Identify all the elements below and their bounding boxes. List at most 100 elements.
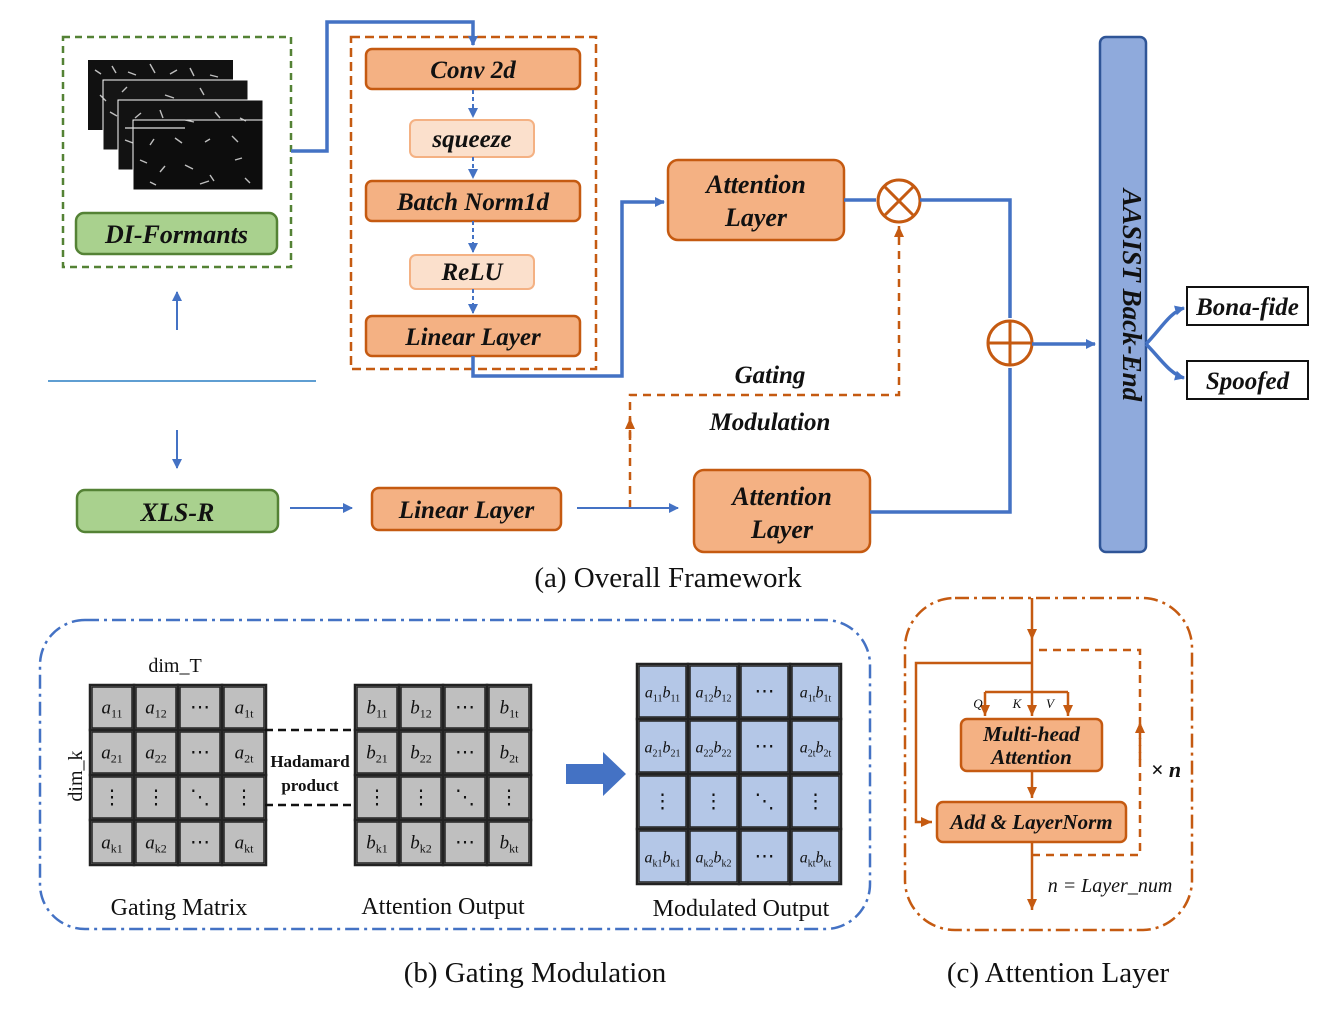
matrix-cell [91,821,133,864]
caption-a: (a) Overall Framework [534,562,802,594]
attention-top-label-2: Layer [724,203,788,232]
matrix-entry: akt [235,833,255,856]
matrix-cell [791,830,840,883]
matrix-cell [179,821,221,864]
matrix-entry: ⋯ [190,697,210,719]
batchnorm-label: Batch Norm1d [396,189,550,216]
matrix-cell [356,821,398,864]
add-layernorm-label: Add & LayerNorm [948,810,1112,834]
matrix-cell [91,776,133,819]
caption-b: (b) Gating Modulation [404,957,667,989]
matrix-entry: ⋯ [455,697,475,719]
matrix-entry: ⋮ [102,787,122,809]
matrix-entry: b1t [500,698,520,721]
di-formants-box [74,211,279,256]
conv2d-box [364,47,582,91]
matrix-entry: b22 [410,743,432,766]
matrix-entry: a1t [235,698,255,721]
matrix-entry: ak2bk2 [696,850,732,870]
matrix-cell [689,775,738,828]
matrix-cell [135,686,177,729]
matrix-entry: bk1 [366,833,388,856]
matrix-entry: a22b22 [696,740,732,760]
matrix-cell [740,830,789,883]
matrix-entry: a1tb1t [800,685,832,705]
matrix-entry: a2tb2t [800,740,832,760]
connector-linear-to-attention-top [471,197,665,378]
conv2d-label: Conv 2d [430,57,516,84]
matrix-cell [638,775,687,828]
matrix-cell [488,776,530,819]
matrix-cell [638,720,687,773]
matrix-cell [444,821,486,864]
gating-modulation-path [628,226,904,508]
matrix-entry: ⋯ [755,681,775,703]
spectrogram-stack-image [88,60,264,191]
matrix-entry: a12 [145,698,167,721]
matrix-cell [223,731,265,774]
connector-diformants-to-conv [291,20,478,153]
matrix-entry: a22 [145,743,167,766]
v-label: V [1046,696,1056,711]
matrix-entry: ⋯ [455,832,475,854]
matrix-entry: ⋯ [755,846,775,868]
matrix-cell [223,821,265,864]
attention-layer-container [903,596,1194,932]
matrix-entry: ⋱ [455,787,475,809]
aasist-backend-label: AASIST Back-End [1117,187,1147,402]
attention-top-label-1: Attention [704,170,806,199]
matrix-cell [356,776,398,819]
matrix-cell [444,686,486,729]
bonafide-box [1186,286,1309,326]
modulated-output-label: Modulated Output [653,896,830,922]
connector-multiply-to-add [920,198,1012,318]
add-icon [986,319,1034,367]
bonafide-label: Bona-fide [1195,294,1299,321]
big-right-arrow-icon [566,752,626,796]
matrix-entry: ⋮ [806,791,826,813]
matrix-cell [638,665,687,718]
matrix-entry: ⋯ [190,832,210,854]
matrix-entry: a11 [101,698,122,721]
matrix-entry: b21 [366,743,388,766]
linear-bottom-box [370,486,563,532]
matrix-entry: ⋯ [455,742,475,764]
matrix-cell [135,731,177,774]
matrix-entry: ak1 [101,833,123,856]
arrow-to-spoofed [1144,342,1185,381]
matrix-cell [135,821,177,864]
matrix-cell [356,686,398,729]
arrow-to-bonafide [1144,305,1185,346]
waveform-image [48,341,316,417]
matrix-cell [740,665,789,718]
part-a-overall-framework: DI-Formants XLS-R Conv 2d squeeze Batch … [48,20,1309,594]
matrix-cell [444,776,486,819]
part-c-attention-layer: Q K V Multi-head Attention Add & LayerNo… [903,596,1194,989]
matrix-cell [638,830,687,883]
matrix-cell [179,686,221,729]
spoofed-box [1186,360,1309,400]
hadamard-label-1: Hadamard [270,752,350,771]
k-label: K [1012,696,1023,711]
matrix-entry: bk2 [410,833,432,856]
relu-label: ReLU [440,259,504,286]
matrix-cell [689,830,738,883]
matrix-cell-border [485,818,533,867]
multiply-icon [876,178,922,224]
matrix-cell [223,686,265,729]
matrix-cell [223,776,265,819]
matrix-entry: ⋱ [190,787,210,809]
aasist-backend-box [1098,35,1148,554]
matrix-cell-border [220,818,268,867]
matrix-cell [400,821,442,864]
matrix-cell [400,686,442,729]
matrix-cell [791,720,840,773]
gating-label-1: Gating [735,362,806,389]
matrix-cell [488,731,530,774]
matrix-cell [91,731,133,774]
